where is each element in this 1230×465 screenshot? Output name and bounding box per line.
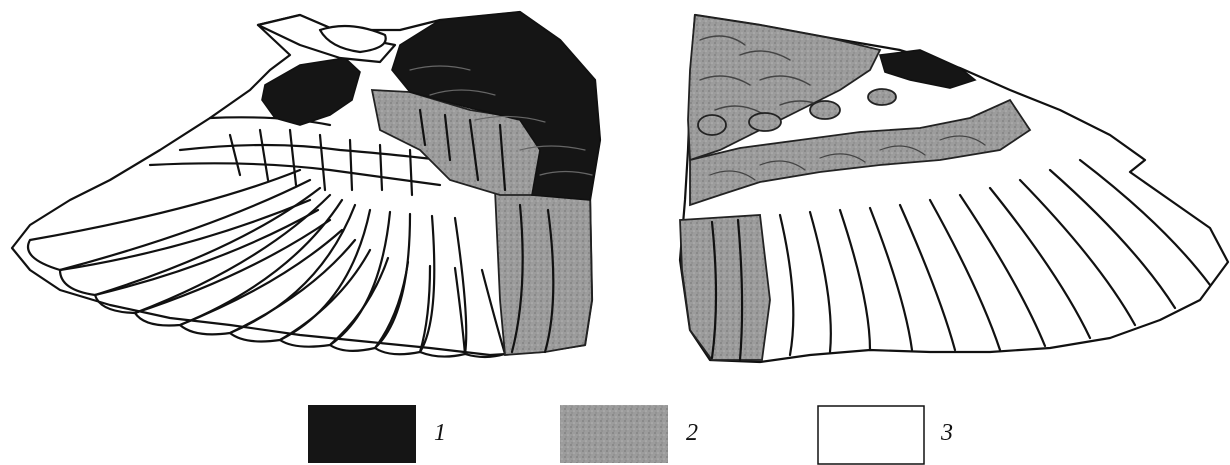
right-grey-tertials (680, 215, 770, 360)
legend (308, 405, 924, 464)
legend-label-1: 1 (434, 420, 446, 447)
legend-label-3: 3 (941, 420, 953, 447)
left-wing (12, 12, 600, 357)
legend-label-2: 2 (686, 420, 698, 447)
left-grey-tertials (495, 190, 592, 355)
right-wing (680, 15, 1228, 362)
legend-swatch-2 (560, 405, 668, 463)
legend-swatch-3 (818, 406, 924, 464)
legend-swatch-1 (308, 405, 416, 463)
